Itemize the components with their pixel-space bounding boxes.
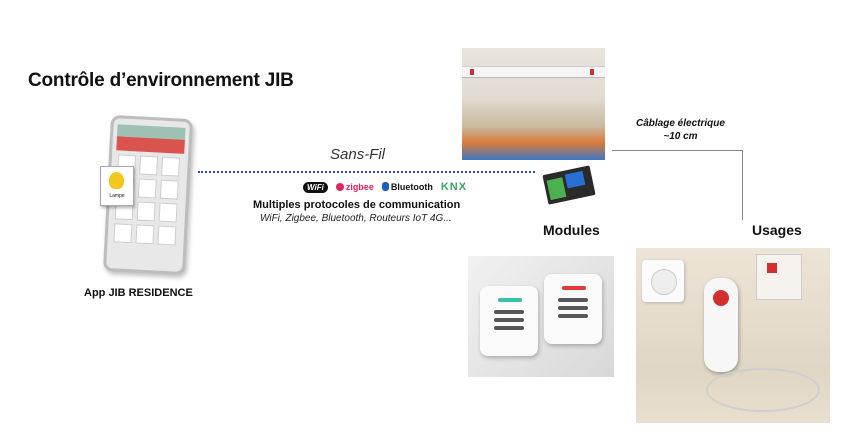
wall-module-red bbox=[544, 274, 602, 344]
power-socket bbox=[642, 260, 684, 302]
zigbee-logo: zigbee bbox=[335, 182, 374, 192]
call-button-icon bbox=[713, 290, 729, 306]
bedhead-rail bbox=[462, 66, 605, 78]
wireless-label: Sans-Fil bbox=[330, 146, 386, 163]
wiring-label: Câblage électrique ~10 cm bbox=[636, 118, 725, 142]
page-title: Contrôle d’environnement JIB bbox=[28, 70, 294, 91]
bluetooth-icon bbox=[381, 182, 389, 191]
wiring-line-vertical bbox=[742, 150, 743, 220]
coiled-cable bbox=[706, 368, 820, 412]
wall-module-green bbox=[480, 286, 538, 356]
usages-photo bbox=[636, 248, 830, 423]
wiring-line-horizontal bbox=[612, 150, 743, 151]
zigbee-icon bbox=[335, 183, 344, 191]
call-remote bbox=[704, 278, 738, 372]
modules-heading: Modules bbox=[543, 222, 600, 238]
app-header-bar bbox=[116, 136, 185, 154]
usages-heading: Usages bbox=[752, 222, 802, 238]
relay-icon bbox=[564, 170, 586, 189]
protocols-subheading: WiFi, Zigbee, Bluetooth, Routeurs IoT 4G… bbox=[260, 213, 452, 224]
relay-module-board bbox=[542, 165, 596, 205]
app-label: App JIB RESIDENCE bbox=[84, 287, 193, 299]
wifi-logo: WiFi bbox=[303, 181, 328, 193]
room-photo bbox=[462, 48, 605, 160]
lamp-tile: Lampe bbox=[100, 166, 134, 206]
wall-modules-photo bbox=[468, 256, 614, 377]
lamp-tile-label: Lampe bbox=[109, 193, 125, 199]
protocols-heading: Multiples protocoles de communication bbox=[253, 199, 461, 211]
knx-logo: KNX bbox=[440, 181, 468, 193]
bluetooth-logo: Bluetooth bbox=[381, 182, 433, 192]
wall-panel bbox=[756, 254, 802, 300]
protocol-logos: WiFi zigbee Bluetooth KNX bbox=[303, 180, 467, 194]
lightbulb-icon bbox=[109, 172, 124, 189]
pcb-icon bbox=[546, 177, 567, 201]
wireless-link-line bbox=[198, 171, 535, 173]
